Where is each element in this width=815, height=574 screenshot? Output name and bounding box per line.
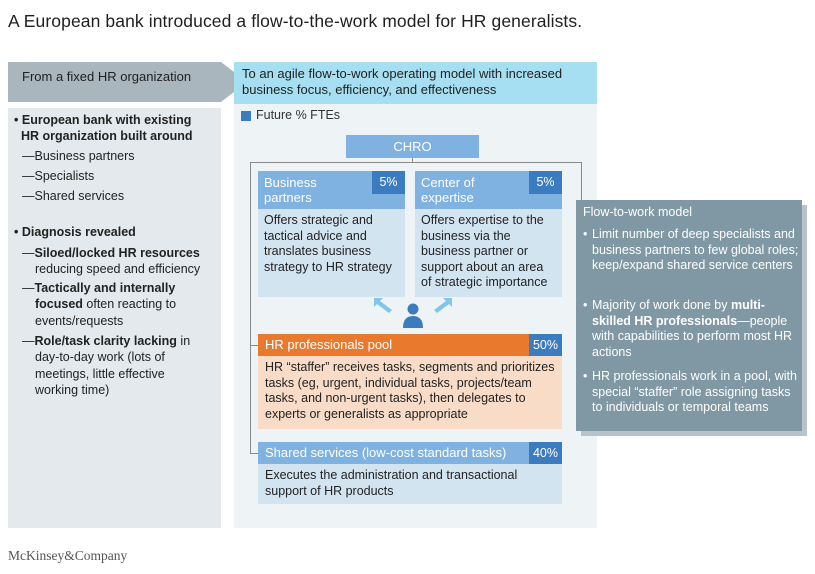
left-diag-siloed: —Siloed/locked HR resources reducing spe…: [22, 246, 201, 277]
flow-to-work-callout: Flow-to-work model •Limit number of deep…: [576, 200, 802, 431]
shared-services-body: Executes the administration and transact…: [258, 464, 562, 504]
legend-swatch: [241, 111, 251, 121]
right-header-text: To an agile flow-to-work operating model…: [242, 66, 563, 97]
connector-right: [581, 162, 582, 204]
person-head: [407, 303, 419, 315]
left-diag-tactically: —Tactically and internally focused often…: [22, 281, 177, 328]
arrow-right-up: [434, 298, 452, 313]
left-diag-role-clarity: —Role/task clarity lacking in day-to-day…: [22, 334, 191, 397]
connector-top: [250, 162, 582, 163]
hr-pool-header: HR professionals pool: [258, 334, 529, 356]
connector-ss: [250, 453, 258, 454]
right-header: To an agile flow-to-work operating model…: [234, 62, 597, 104]
connector-left: [250, 162, 251, 454]
left-bullet-1: • European bank with existing HR organiz…: [14, 113, 193, 144]
legend-label: Future % FTEs: [256, 108, 341, 122]
ftw-item-3: •HR professionals work in a pool, with s…: [583, 369, 797, 415]
business-partners-pct-fill: [372, 194, 405, 209]
left-dash-specialists: —Specialists: [22, 169, 95, 183]
center-of-expertise-body: Offers expertise to the business via the…: [415, 209, 562, 297]
mckinsey-logo: McKinsey&Company: [8, 548, 128, 563]
ftw-item-1: •Limit number of deep specialists and bu…: [583, 227, 799, 273]
center-of-expertise-pct: 5%: [529, 171, 562, 194]
shared-services-header: Shared services (low-cost standard tasks…: [258, 442, 529, 464]
ftw-item-2: •Majority of work done by multi-skilled …: [583, 298, 793, 359]
center-of-expertise-pct-fill: [529, 194, 562, 209]
business-partners-body: Offers strategic and tactical advice and…: [258, 209, 405, 297]
ftw-title: Flow-to-work model: [583, 205, 693, 219]
hr-pool-pct: 50%: [529, 334, 562, 356]
connector-pool: [250, 345, 258, 346]
person-icon: [374, 298, 452, 328]
left-bullet-2: • Diagnosis revealed: [14, 225, 136, 239]
left-header: From a fixed HR organization: [8, 62, 221, 102]
hr-pool-body: HR “staffer” receives tasks, segments an…: [258, 356, 562, 429]
connector-chro: [412, 158, 413, 163]
person-body: [403, 316, 423, 328]
business-partners-pct: 5%: [372, 171, 405, 194]
left-panel: • European bank with existing HR organiz…: [8, 108, 221, 528]
shared-services-pct: 40%: [529, 442, 562, 464]
chro-box: CHRO: [346, 135, 479, 158]
left-header-text: From a fixed HR organization: [22, 69, 192, 84]
left-dash-shared-services: —Shared services: [22, 189, 125, 203]
left-dash-business-partners: —Business partners: [22, 149, 135, 163]
page-title: A European bank introduced a flow-to-the…: [8, 11, 583, 31]
arrow-left-up: [374, 298, 392, 313]
